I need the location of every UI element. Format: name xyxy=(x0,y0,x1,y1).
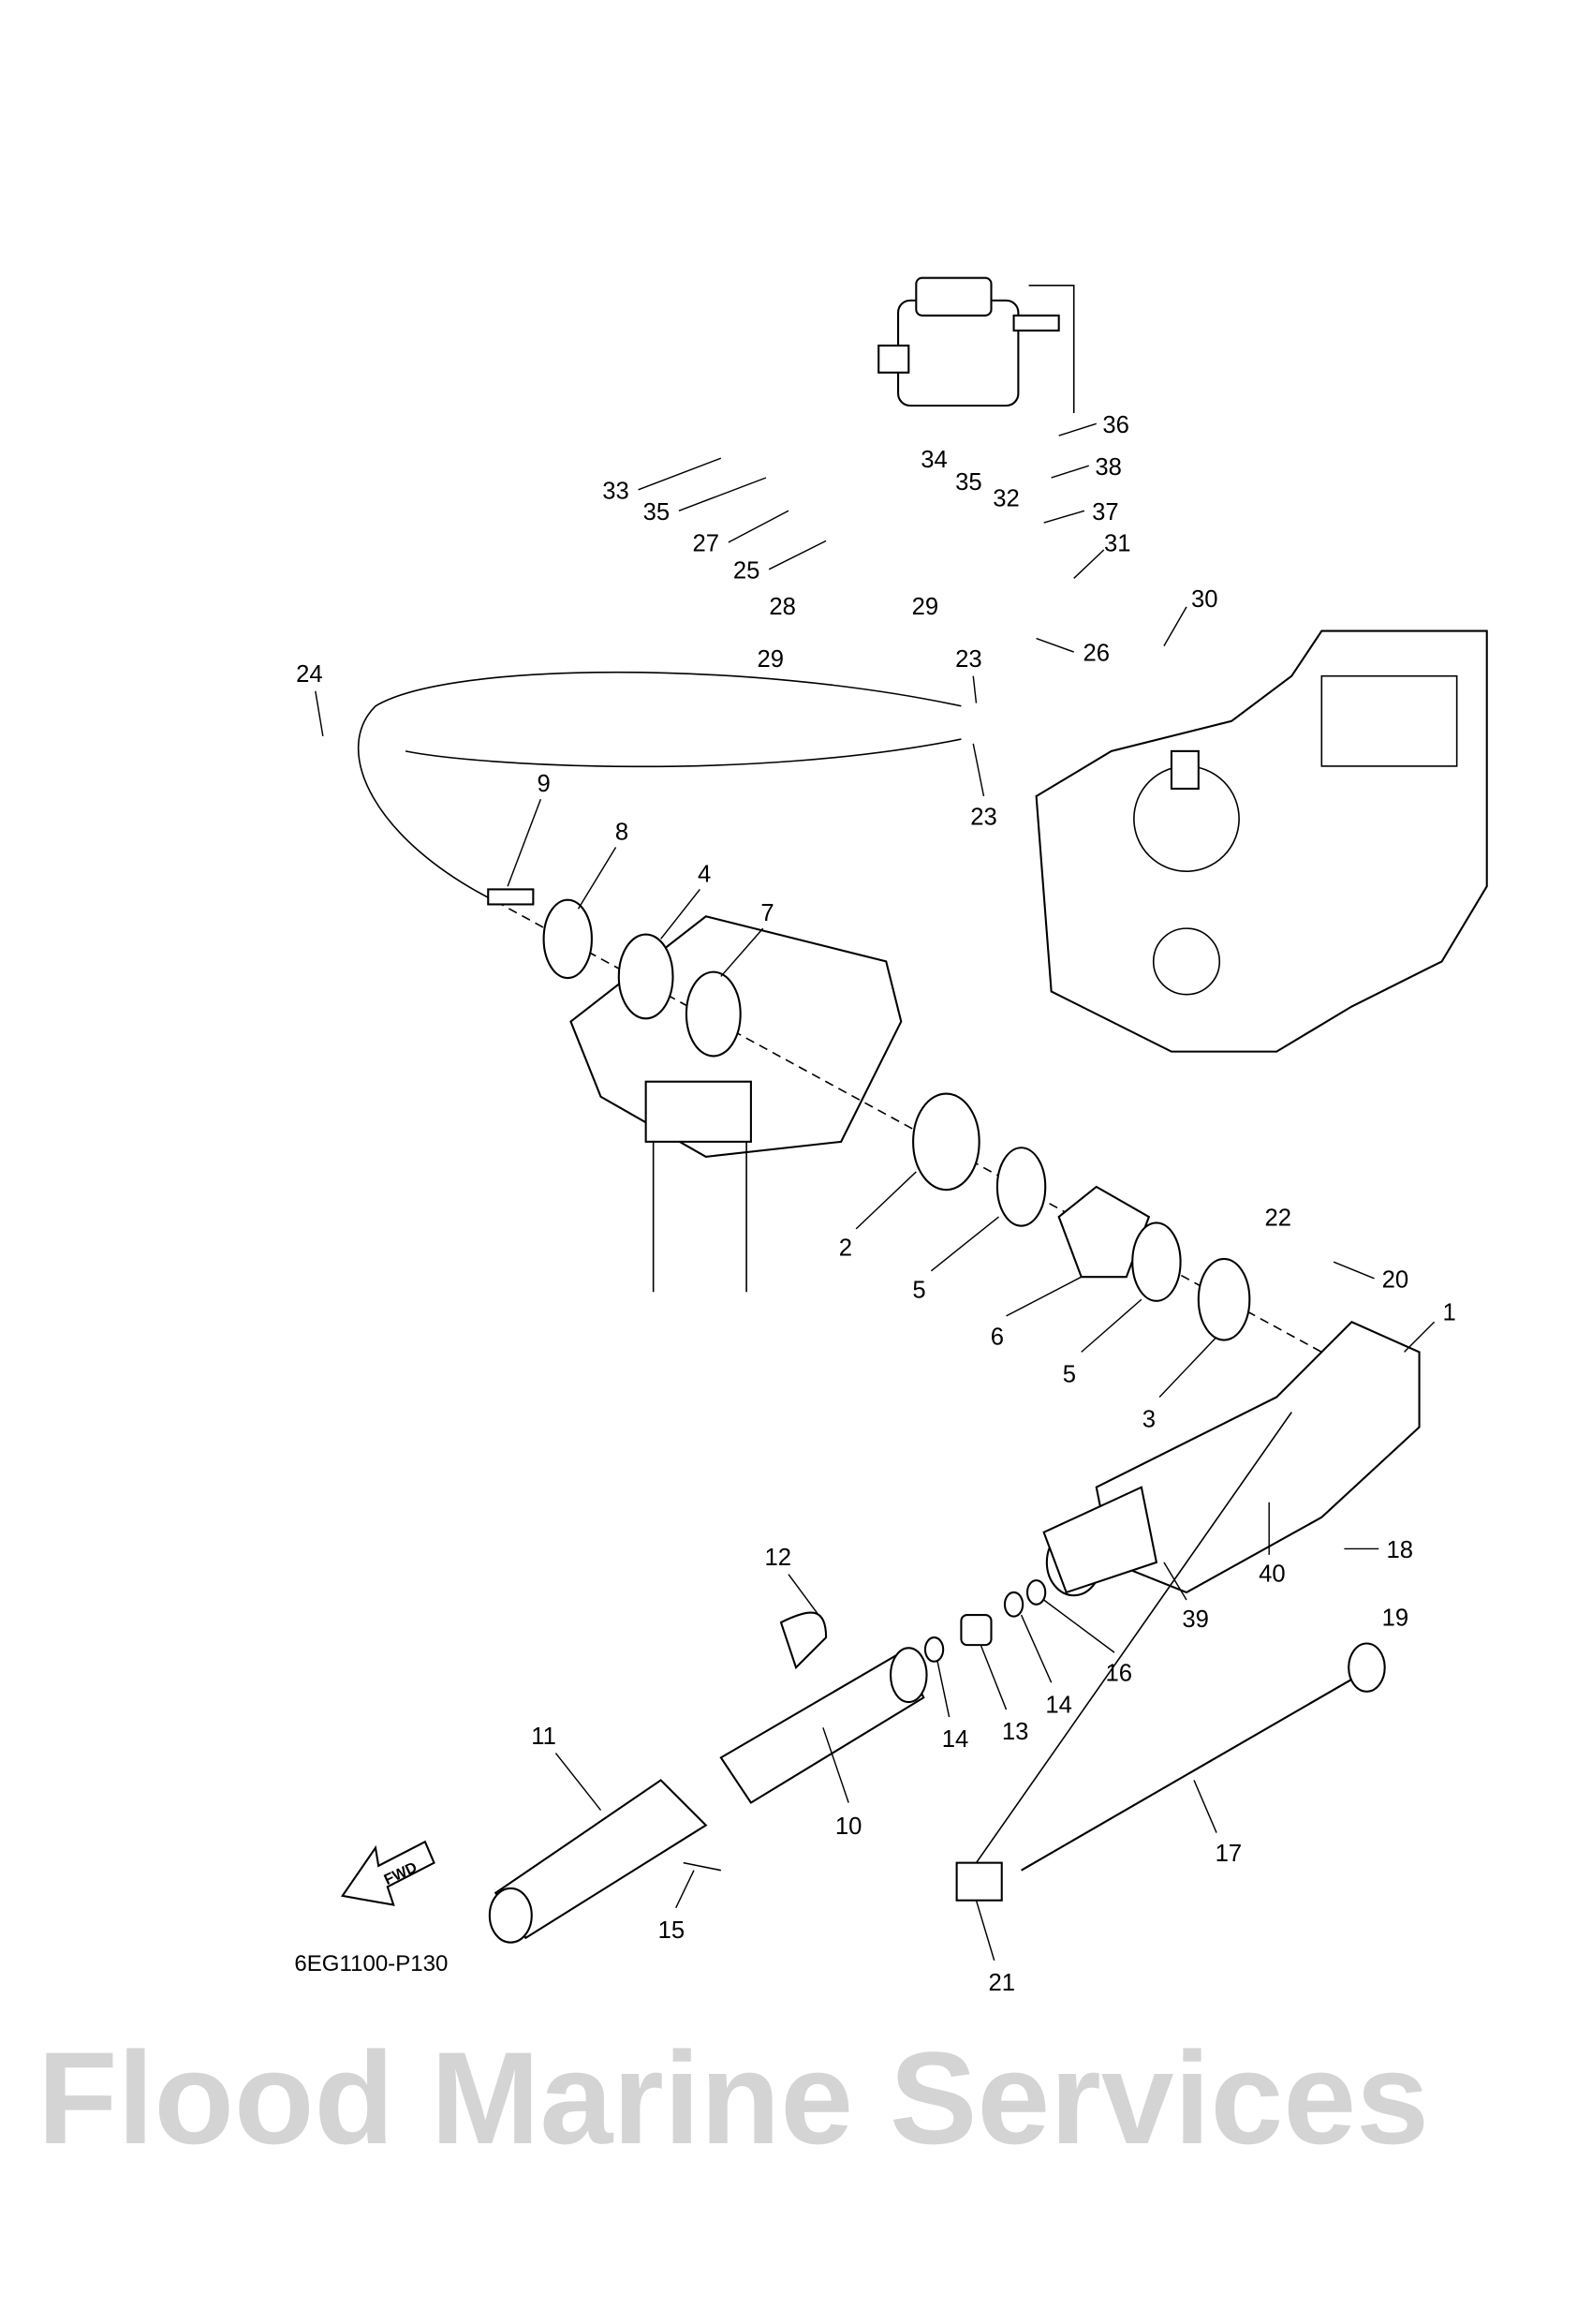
callout-11: 11 xyxy=(531,1724,556,1750)
callout-4: 4 xyxy=(698,861,711,887)
callout-34: 34 xyxy=(921,447,948,473)
callout-31: 31 xyxy=(1104,531,1131,557)
throttle-rod xyxy=(955,1412,1386,1902)
callout-16: 16 xyxy=(1106,1661,1133,1687)
callout-12: 12 xyxy=(765,1545,792,1571)
callout-28: 28 xyxy=(769,594,796,620)
callout-13: 13 xyxy=(1002,1719,1029,1745)
callout-36: 36 xyxy=(1102,412,1129,438)
callout-9: 9 xyxy=(537,771,550,797)
callout-23: 23 xyxy=(970,804,997,830)
callout-24: 24 xyxy=(296,661,323,688)
callout-26: 26 xyxy=(1083,641,1111,667)
callout-15: 15 xyxy=(658,1917,685,1944)
tiller-handle xyxy=(1042,1321,1421,1597)
callout-29: 29 xyxy=(912,594,939,620)
callout-27: 27 xyxy=(693,531,720,557)
leader-lines xyxy=(315,422,1436,1961)
callout-35: 35 xyxy=(955,469,982,496)
callout-38: 38 xyxy=(1095,454,1122,481)
throttle-cable xyxy=(358,671,962,902)
callout-2: 2 xyxy=(839,1236,852,1262)
callout-6: 6 xyxy=(991,1324,1004,1350)
callout-32: 32 xyxy=(993,485,1020,511)
throttle-grip xyxy=(488,1579,1047,1944)
callout-7: 7 xyxy=(760,900,774,926)
callout-14: 14 xyxy=(942,1726,969,1753)
callout-20: 20 xyxy=(1382,1266,1409,1293)
callout-30: 30 xyxy=(1191,586,1218,613)
shaft-components xyxy=(487,888,1251,1341)
callout-8: 8 xyxy=(615,819,628,845)
callout-21: 21 xyxy=(988,1970,1015,1996)
callout-29: 29 xyxy=(757,646,784,673)
callout-14: 14 xyxy=(1045,1692,1072,1718)
callout-1: 1 xyxy=(1443,1300,1456,1326)
callout-23: 23 xyxy=(955,646,982,673)
callout-17: 17 xyxy=(1216,1841,1243,1867)
engine-block xyxy=(1035,629,1488,1053)
diagram-code: 6EG1100-P130 xyxy=(294,1951,448,1976)
callout-5: 5 xyxy=(912,1278,925,1304)
callout-22: 22 xyxy=(1265,1206,1292,1232)
callouts: 36 38 37 31 34 35 32 33 35 27 25 28 29 2… xyxy=(296,412,1456,1996)
carburetor xyxy=(877,276,1075,414)
fwd-arrow: FWD xyxy=(340,1840,435,1906)
callout-39: 39 xyxy=(1182,1606,1209,1633)
callout-25: 25 xyxy=(733,557,760,584)
callout-3: 3 xyxy=(1142,1407,1156,1433)
watermark: Flood Marine Services xyxy=(37,2024,1430,2171)
callout-35: 35 xyxy=(643,499,671,525)
callout-5: 5 xyxy=(1063,1361,1076,1387)
callout-10: 10 xyxy=(835,1813,862,1840)
callout-19: 19 xyxy=(1382,1605,1409,1631)
callout-40: 40 xyxy=(1259,1562,1286,1588)
callout-37: 37 xyxy=(1092,499,1119,525)
callout-33: 33 xyxy=(602,478,629,504)
callout-18: 18 xyxy=(1386,1537,1413,1563)
